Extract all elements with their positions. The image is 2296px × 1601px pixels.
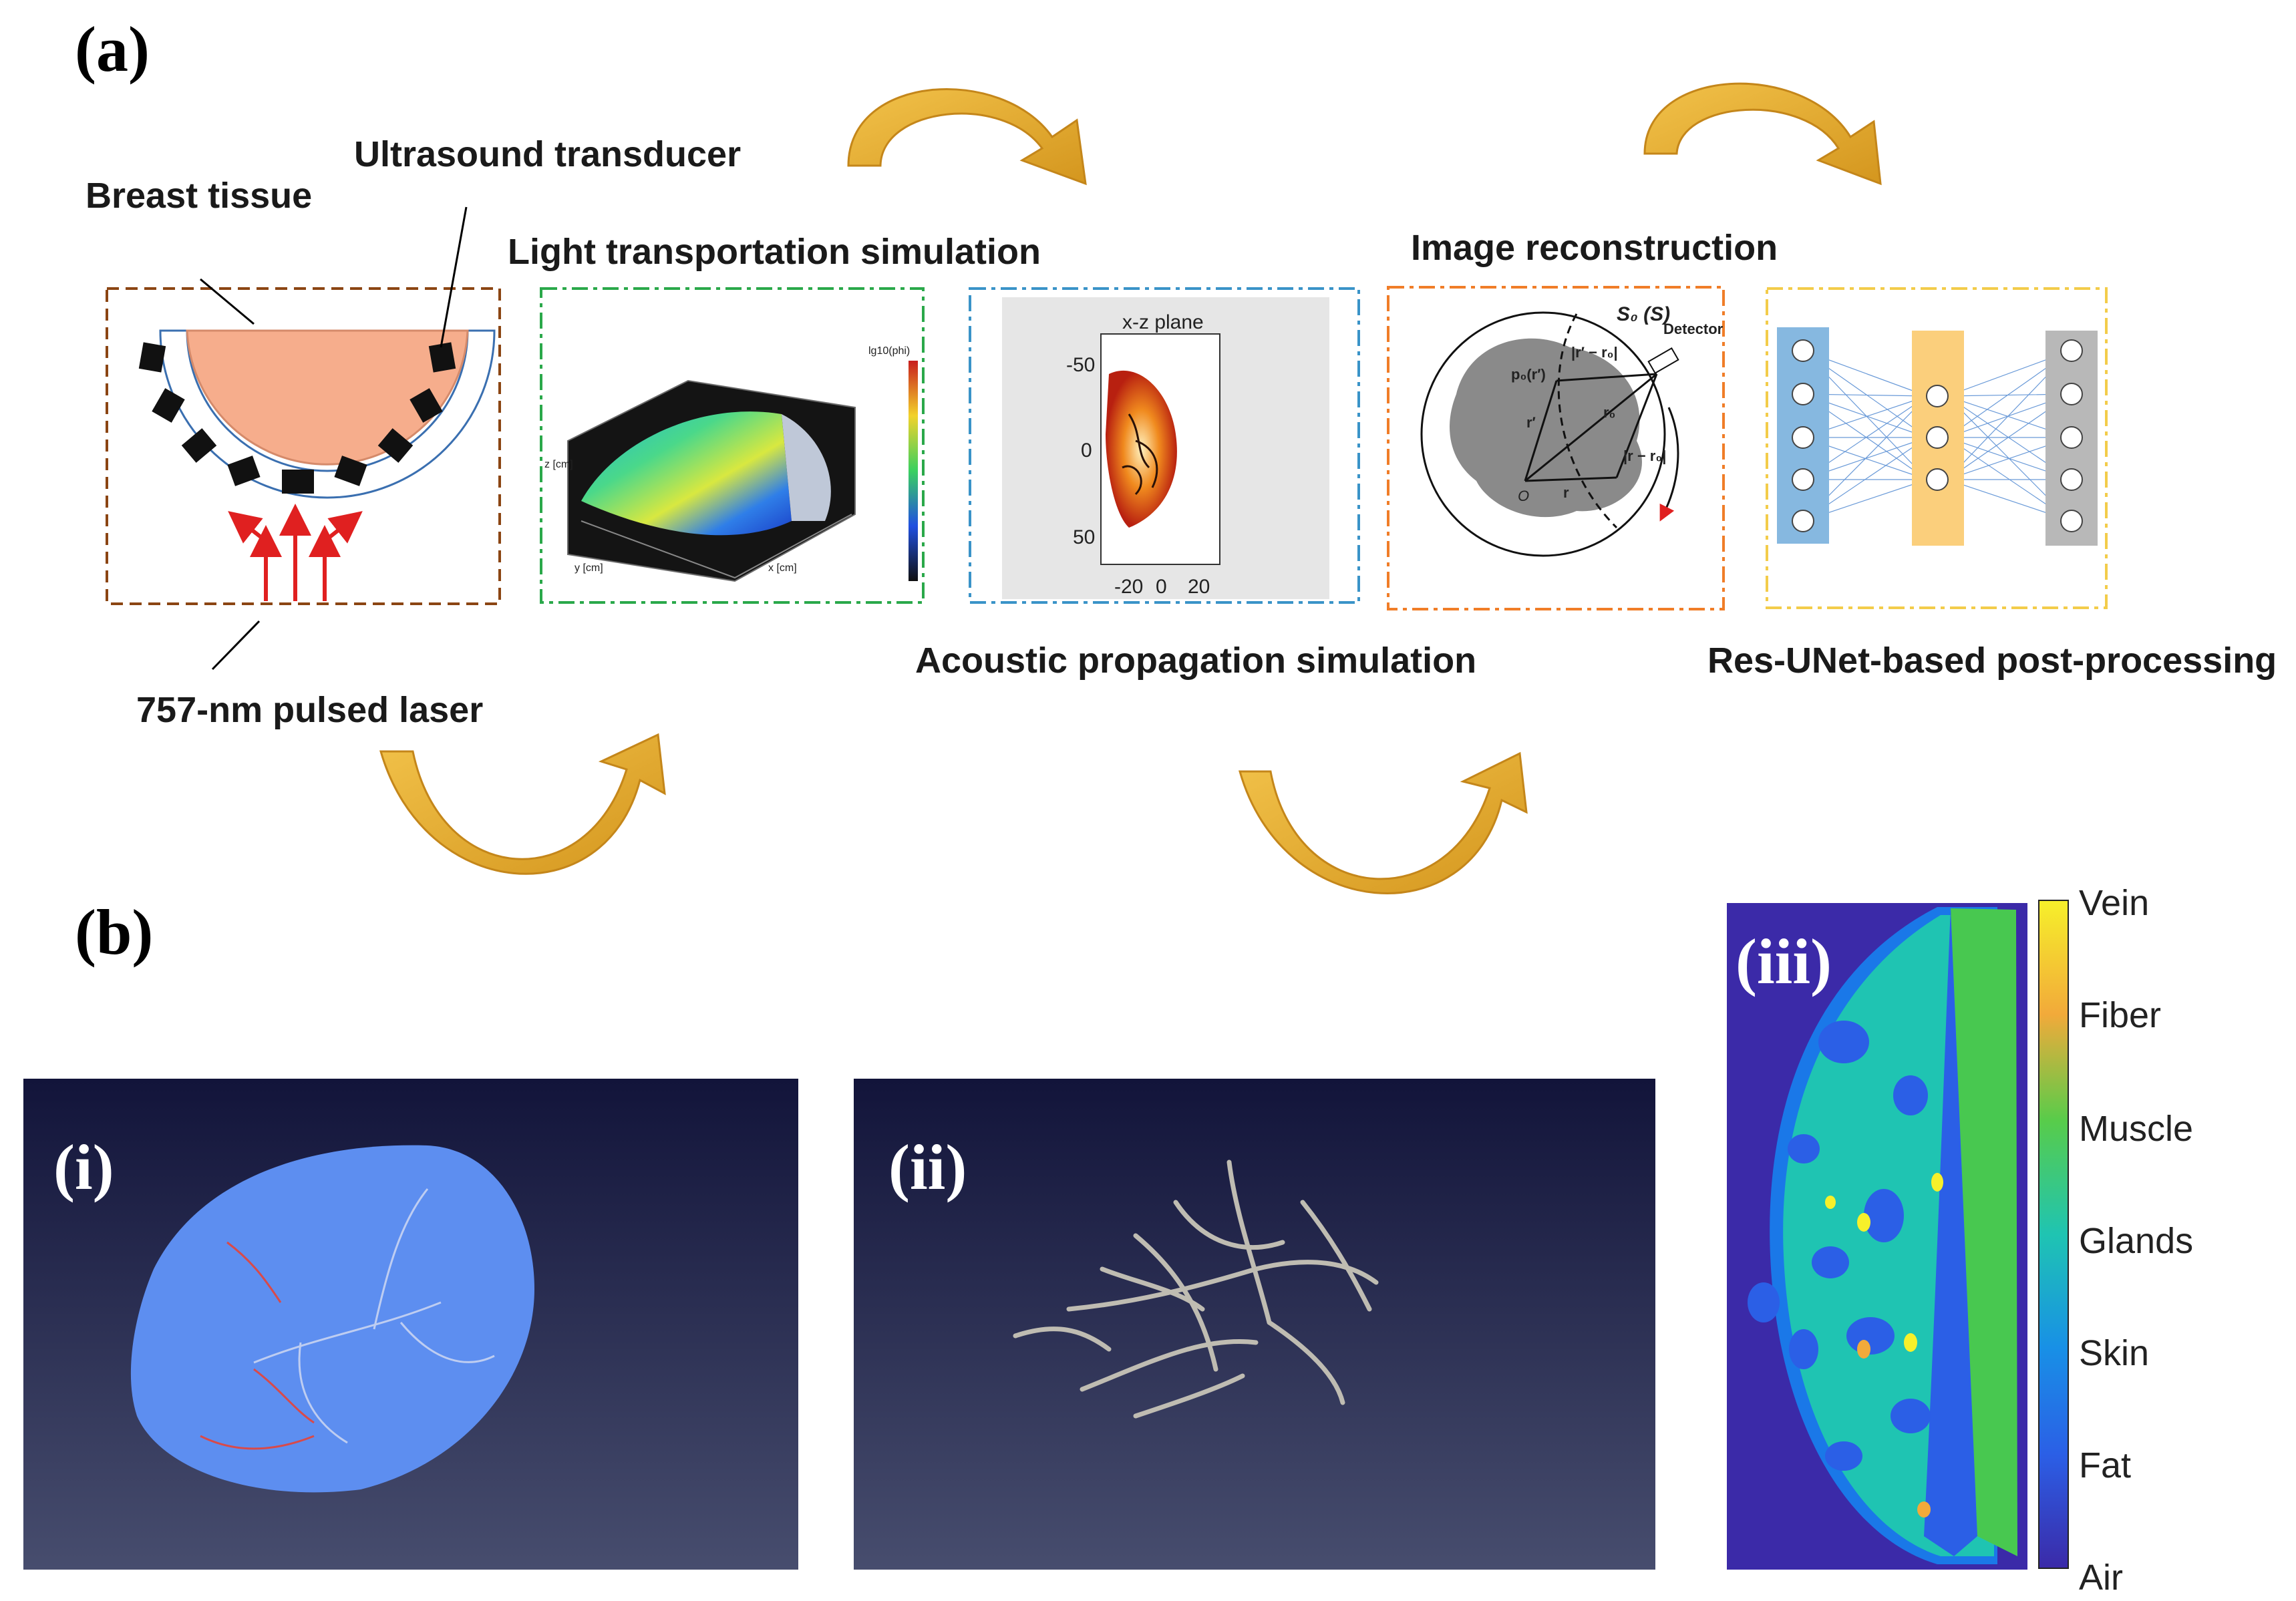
recon-p0: p₀(r′) — [1511, 366, 1546, 383]
arrow-bottom-1 — [379, 733, 666, 875]
resunet-connections — [1803, 350, 2072, 522]
cb-label-vein: Vein — [2079, 883, 2149, 923]
flow-arrows — [379, 82, 1882, 894]
breast-shape — [186, 329, 469, 466]
cb-label-air: Air — [2079, 1558, 2123, 1598]
panel-iii-fat-wedge — [1924, 908, 1977, 1556]
panel-a-label: (a) — [75, 13, 150, 85]
transducer-elements — [138, 342, 456, 494]
light-z-label: z [cm] — [544, 459, 573, 470]
light-colorbar — [909, 361, 918, 581]
light-y-label: y [cm] — [575, 562, 603, 574]
light-surface — [581, 411, 792, 536]
light-colorbar-title: lg10(phi) — [868, 345, 910, 357]
recon-r: r — [1563, 484, 1569, 501]
recon-rotation-arrow — [1659, 407, 1679, 522]
recon-r-r0-bottom: |r − r₀| — [1623, 448, 1666, 464]
laser-label: 757-nm pulsed laser — [136, 690, 484, 730]
cb-label-skin: Skin — [2079, 1333, 2149, 1373]
panel-iii-fat-blobs — [1748, 1021, 1931, 1471]
panel-iii-fibers — [1857, 1340, 1931, 1518]
acoustic-ytick-3: 50 — [1073, 526, 1095, 548]
light-base-grid — [581, 514, 852, 579]
recon-s0: S₀ (S) — [1617, 303, 1670, 325]
acoustic-xtick-2: 0 — [1156, 576, 1167, 598]
laser-arrows — [228, 504, 363, 601]
light-box — [540, 287, 925, 604]
recon-object — [1450, 338, 1642, 518]
acoustic-ytick-2: 0 — [1081, 439, 1092, 462]
light-plot: lg10(phi) z [cm] y [cm] x [cm] — [544, 345, 918, 582]
recon-circle — [1420, 311, 1666, 557]
transducer-leader — [440, 206, 468, 348]
cb-label-fat: Fat — [2079, 1445, 2131, 1485]
breast-tissue-label: Breast tissue — [86, 176, 313, 216]
panel-iii-veins — [1825, 1173, 1943, 1352]
acoustic-propagation-label: Acoustic propagation simulation — [915, 641, 1477, 681]
resunet-nodes — [1792, 339, 2083, 532]
recon-vectors — [1524, 373, 1658, 482]
arrow-top-1 — [847, 87, 1087, 186]
recon-detector: Detector — [1663, 321, 1724, 337]
acoustic-vessels — [1122, 413, 1158, 496]
cb-label-muscle: Muscle — [2079, 1109, 2193, 1149]
panel-ii-vessel-tree — [1013, 1160, 1379, 1419]
acoustic-box — [969, 287, 1360, 604]
resunet-label: Res-UNet-based post-processing — [1707, 641, 2277, 681]
arrow-top-2 — [1643, 82, 1882, 186]
ultrasound-transducer-label: Ultrasound transducer — [354, 134, 742, 174]
resunet-box — [1766, 287, 2108, 609]
light-surface-right — [782, 414, 831, 521]
detector-icon — [1647, 347, 1679, 375]
panel-ii-label: (ii) — [888, 1131, 967, 1203]
laser-leader — [211, 620, 261, 671]
arrow-bottom-2 — [1239, 751, 1528, 894]
recon-origin: O — [1518, 488, 1529, 504]
panel-iii-muscle — [1951, 908, 2017, 1556]
acoustic-title: x-z plane — [1122, 311, 1204, 333]
panel-i-breast — [130, 1145, 534, 1493]
acoustic-field — [1106, 370, 1177, 528]
recon-dashed-arc — [1557, 313, 1618, 529]
panel-b-label: (b) — [75, 896, 154, 968]
panel-iii-label: (iii) — [1736, 926, 1832, 997]
image-reconstruction-label: Image reconstruction — [1411, 228, 1778, 268]
cb-label-fiber: Fiber — [2079, 995, 2161, 1035]
panel-i-vessels — [253, 1188, 495, 1444]
acoustic-xtick-1: -20 — [1114, 576, 1143, 598]
panel-ii-bg — [854, 1079, 1655, 1570]
recon-r0: r₀ — [1603, 404, 1615, 421]
light-transport-label: Light transportation simulation — [508, 232, 1041, 272]
cb-label-glands: Glands — [2079, 1221, 2193, 1261]
breast-leader — [200, 278, 255, 325]
light-x-label: x [cm] — [768, 562, 797, 574]
panel-i-label: (i) — [53, 1131, 114, 1203]
recon-box — [1387, 286, 1725, 610]
recon-r-prime: r′ — [1526, 414, 1536, 431]
setup-box — [106, 287, 501, 605]
panel-iii-colorbar — [2038, 900, 2069, 1569]
recon-r-r0-top: |r′ − r₀| — [1571, 344, 1618, 361]
panel-i-red-vessels — [200, 1241, 315, 1450]
acoustic-ytick-1: -50 — [1066, 354, 1095, 376]
acoustic-xtick-3: 20 — [1188, 576, 1210, 598]
